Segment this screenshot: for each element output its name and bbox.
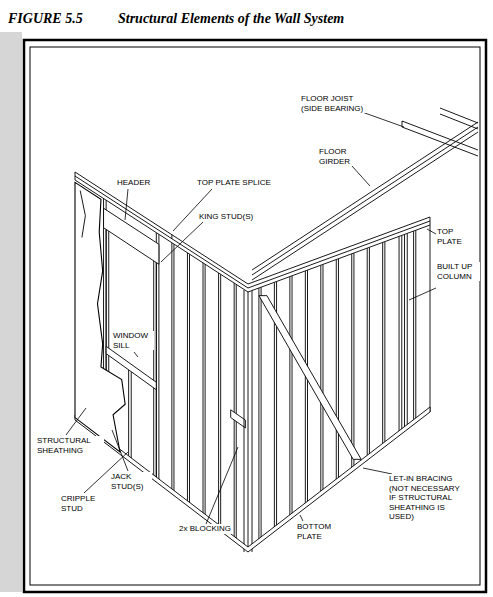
leader-line bbox=[300, 515, 303, 521]
part-label: LET-IN BRACING (NOT NECESSARY IF STRUCTU… bbox=[388, 474, 470, 522]
part-label: STRUCTURAL SHEATHING bbox=[36, 436, 104, 455]
stud bbox=[173, 244, 174, 495]
leader-line bbox=[362, 112, 404, 127]
leader-lines bbox=[66, 112, 436, 524]
stud bbox=[307, 270, 308, 506]
corner-post bbox=[244, 290, 245, 552]
corner-post bbox=[248, 289, 249, 552]
stud bbox=[218, 273, 219, 530]
part-label: WINDOW SILL bbox=[112, 331, 154, 350]
stud bbox=[261, 287, 262, 542]
leader-line bbox=[161, 222, 203, 262]
let-in-bracing bbox=[259, 296, 361, 460]
corner-post bbox=[252, 288, 253, 552]
part-label: KING STUD(S) bbox=[198, 212, 254, 222]
floor-joist bbox=[402, 121, 478, 150]
jack-stud bbox=[156, 263, 157, 482]
built-up-column bbox=[407, 233, 408, 429]
part-label: BOTTOM PLATE bbox=[296, 522, 338, 541]
floor-girder bbox=[252, 132, 478, 280]
stud bbox=[320, 265, 321, 496]
part-label: HEADER bbox=[116, 178, 151, 188]
leader-line bbox=[206, 447, 238, 524]
top-plate bbox=[75, 176, 430, 288]
built-up-column bbox=[404, 234, 405, 431]
cripple-stud bbox=[131, 372, 132, 463]
stud bbox=[336, 260, 337, 485]
inner-frame bbox=[30, 47, 480, 585]
top-plate-splice bbox=[171, 235, 172, 239]
stud bbox=[187, 253, 188, 506]
part-label: JACK STUD(S) bbox=[110, 472, 152, 491]
floor-joist bbox=[440, 108, 478, 123]
stud bbox=[415, 230, 416, 423]
stud bbox=[384, 242, 385, 447]
cripple-stud bbox=[128, 370, 129, 461]
leader-line bbox=[409, 288, 436, 300]
part-label: CRIPPLE STUD bbox=[60, 494, 106, 513]
leader-line bbox=[173, 189, 212, 231]
stud bbox=[305, 271, 306, 508]
stud bbox=[413, 231, 414, 425]
stud bbox=[367, 248, 368, 460]
stud bbox=[353, 253, 354, 471]
figure-title: Structural Elements of the Wall System bbox=[118, 11, 344, 27]
part-label: TOP PLATE bbox=[436, 227, 470, 246]
leader-line bbox=[427, 229, 436, 234]
top-plate bbox=[75, 172, 430, 292]
part-label: 2x BLOCKING bbox=[178, 524, 232, 534]
stud bbox=[292, 276, 293, 518]
blocking bbox=[231, 410, 246, 428]
stud bbox=[322, 264, 323, 494]
leader-line bbox=[134, 352, 138, 357]
wall-end bbox=[430, 225, 431, 412]
stud bbox=[171, 243, 172, 494]
floor-joist bbox=[402, 127, 478, 156]
part-label: TOP PLATE SPLICE bbox=[196, 178, 272, 188]
stud bbox=[258, 288, 259, 544]
built-up-column bbox=[401, 235, 402, 433]
stud bbox=[203, 263, 204, 518]
built-up-column bbox=[399, 236, 400, 435]
leader-line bbox=[352, 166, 370, 186]
sheathing-edge bbox=[80, 191, 85, 238]
outer-frame bbox=[24, 40, 486, 592]
king-stud bbox=[158, 234, 159, 484]
part-label: FLOOR GIRDER bbox=[318, 147, 366, 166]
stud bbox=[189, 254, 190, 507]
bottom-plate bbox=[75, 407, 430, 552]
part-label: FLOOR JOIST (SIDE BEARING) bbox=[300, 94, 368, 113]
stud bbox=[338, 259, 339, 483]
leader-line bbox=[66, 408, 86, 435]
stud bbox=[289, 277, 290, 520]
stud bbox=[382, 242, 383, 448]
structural-sheathing bbox=[75, 182, 125, 451]
stud bbox=[205, 264, 206, 519]
king-stud bbox=[156, 233, 157, 482]
stud bbox=[351, 254, 352, 472]
floor-joist bbox=[440, 114, 478, 129]
leader-line bbox=[125, 189, 128, 220]
stud bbox=[369, 247, 370, 458]
figure-number: FIGURE 5.5 bbox=[8, 11, 83, 27]
part-label: BUILT UP COLUMN bbox=[436, 262, 480, 281]
floor-girder bbox=[252, 127, 478, 275]
jack-stud bbox=[153, 261, 154, 480]
stud bbox=[220, 274, 221, 531]
side-band bbox=[0, 32, 22, 592]
